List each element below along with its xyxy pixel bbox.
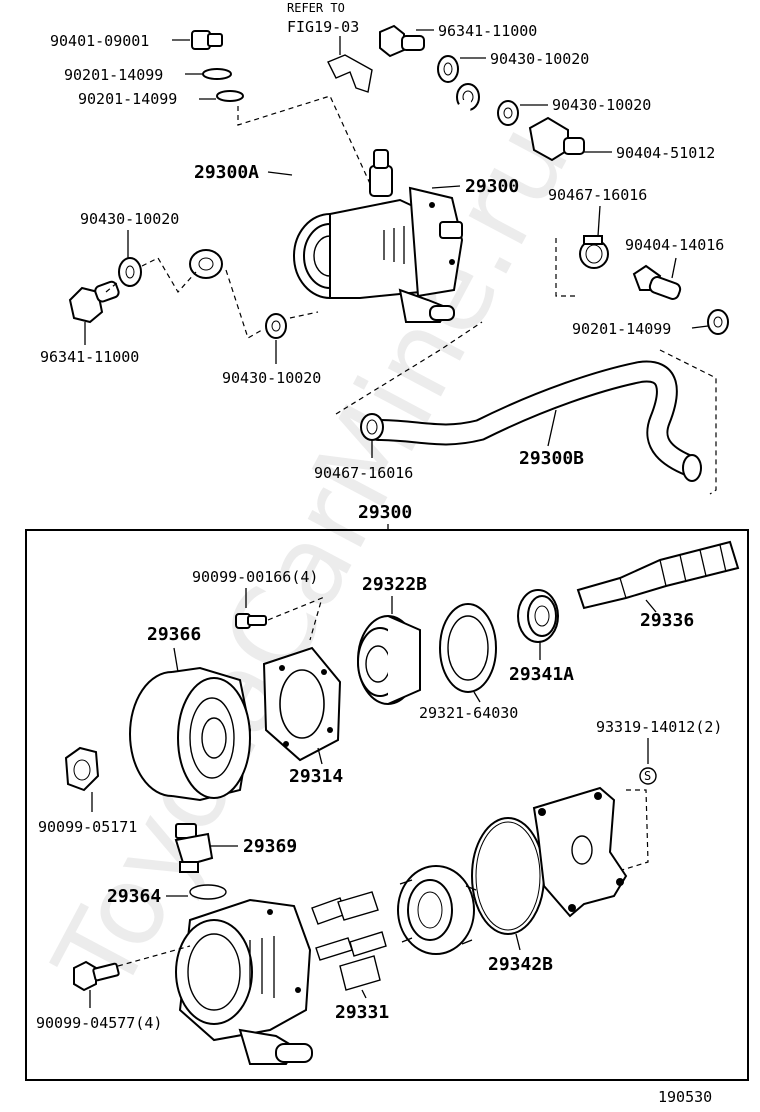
label-29342B: 29342B (488, 954, 553, 975)
label-96341-11000-left: 96341-11000 (40, 348, 139, 366)
label-90099-04577: 90099-04577(4) (36, 1014, 162, 1032)
label-93319-14012: 93319-14012(2) (596, 718, 722, 736)
label-90467-16016-a: 90467-16016 (548, 186, 647, 204)
clamp-icon (360, 413, 384, 441)
cover-plate-icon (532, 786, 628, 918)
plug-bolt-icon (191, 30, 223, 50)
bolt-icon (73, 960, 120, 992)
refer-note-line1: REFER TO (287, 1, 345, 15)
gasket-icon (202, 68, 232, 80)
bolt-icon (235, 613, 267, 629)
pump-icon (293, 149, 464, 323)
label-29364: 29364 (107, 886, 161, 907)
label-90430-10020-c: 90430-10020 (80, 210, 179, 228)
o-ring-icon (189, 884, 227, 900)
label-29321-64030: 29321-64030 (419, 704, 518, 722)
seal-icon (517, 589, 559, 643)
union-fitting-icon (528, 116, 585, 162)
bearing-icon (357, 615, 421, 705)
label-29300: 29300 (465, 176, 519, 197)
refer-note-line2: FIG19-03 (287, 18, 359, 36)
label-29341A: 29341A (509, 664, 574, 685)
mount-plate-icon (262, 646, 342, 762)
figure-code: 190530 (658, 1088, 712, 1106)
union-fitting-icon (632, 264, 682, 300)
label-90099-00166: 90099-00166(4) (192, 568, 318, 586)
pulley-icon (129, 666, 252, 802)
union-bolt-icon (379, 24, 425, 58)
label-29300B: 29300B (519, 448, 584, 469)
shaft-icon (576, 540, 740, 610)
label-90430-10020-b: 90430-10020 (552, 96, 651, 114)
stud-icon (639, 767, 657, 785)
label-90099-05171: 90099-05171 (38, 818, 137, 836)
label-96341-11000-top: 96341-11000 (438, 22, 537, 40)
label-29369: 29369 (243, 836, 297, 857)
union-bolt-icon (68, 280, 120, 324)
cam-ring-icon (397, 865, 477, 955)
label-90401-09001: 90401-09001 (50, 32, 149, 50)
assembly-frame (25, 529, 749, 1081)
valve-icon (174, 823, 214, 873)
hose-icon (189, 99, 471, 279)
o-ring-icon (471, 817, 545, 935)
label-29322B: 29322B (362, 574, 427, 595)
label-29300A: 29300A (194, 162, 259, 183)
label-29366: 29366 (147, 624, 201, 645)
label-90404-14016: 90404-14016 (625, 236, 724, 254)
nut-icon (64, 746, 100, 792)
label-90201-14099-b: 90201-14099 (78, 90, 177, 108)
bracket-icon (327, 54, 373, 93)
label-90467-16016-b: 90467-16016 (314, 464, 413, 482)
label-90201-14099-a: 90201-14099 (64, 66, 163, 84)
clamp-icon (579, 235, 609, 269)
label-90430-10020-d: 90430-10020 (222, 369, 321, 387)
assembly-title: 29300 (358, 502, 412, 523)
svg-text:S: S (644, 769, 651, 783)
label-90201-14099-c: 90201-14099 (572, 320, 671, 338)
label-90404-51012: 90404-51012 (616, 144, 715, 162)
label-29331: 29331 (335, 1002, 389, 1023)
label-29314: 29314 (289, 766, 343, 787)
vanes-icon (311, 891, 387, 991)
pump-body-icon (175, 898, 313, 1065)
gasket-icon (439, 603, 497, 693)
hose-icon (367, 360, 702, 482)
label-90430-10020-a: 90430-10020 (490, 50, 589, 68)
label-29336: 29336 (640, 610, 694, 631)
gasket-icon (216, 90, 244, 102)
